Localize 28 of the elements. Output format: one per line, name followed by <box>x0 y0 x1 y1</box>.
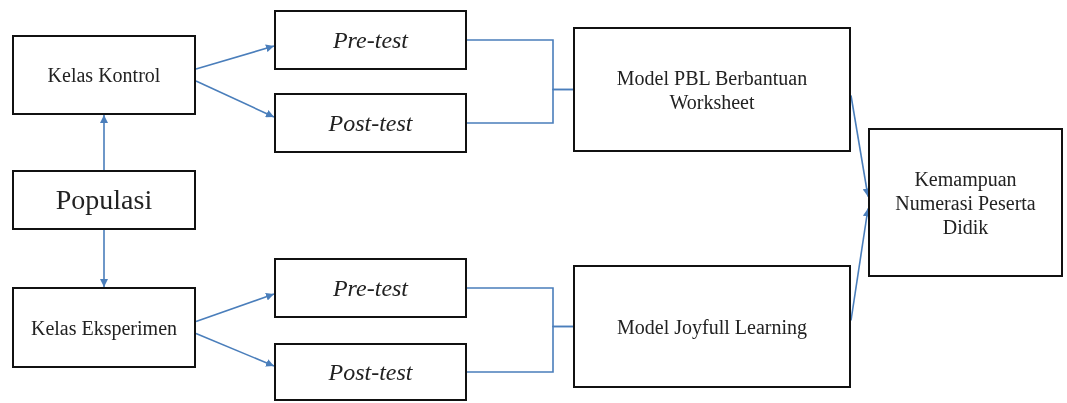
box-label: Model PBL Berbantuan Worksheet <box>615 65 809 114</box>
process-box <box>274 93 467 153</box>
connector-line <box>466 325 574 373</box>
arrow <box>100 229 108 288</box>
box-label: Populasi <box>55 183 153 217</box>
process-box <box>573 27 851 152</box>
box-label: Pre-test <box>332 273 409 303</box>
box-label: Post-test <box>328 357 413 387</box>
arrow <box>195 292 275 323</box>
process-box <box>573 265 851 388</box>
connector-line <box>466 88 574 124</box>
process-box <box>274 10 467 70</box>
box-label: Model Joyfull Learning <box>617 314 807 339</box>
process-box <box>868 128 1063 277</box>
box-label: Kemampuan Numerasi Peserta Didik <box>894 166 1037 239</box>
box-label: Kelas Kontrol <box>47 63 161 87</box>
process-box <box>274 343 467 401</box>
process-box <box>12 170 196 230</box>
arrow <box>195 332 275 367</box>
process-box <box>12 287 196 368</box>
arrow <box>195 44 275 70</box>
box-label: Post-test <box>328 108 413 138</box>
process-box <box>274 258 467 318</box>
arrow <box>100 114 108 171</box>
process-box <box>12 35 196 115</box>
box-label: Kelas Eksperimen <box>30 315 178 340</box>
arrow <box>195 80 275 118</box>
box-label: Pre-test <box>332 25 409 55</box>
